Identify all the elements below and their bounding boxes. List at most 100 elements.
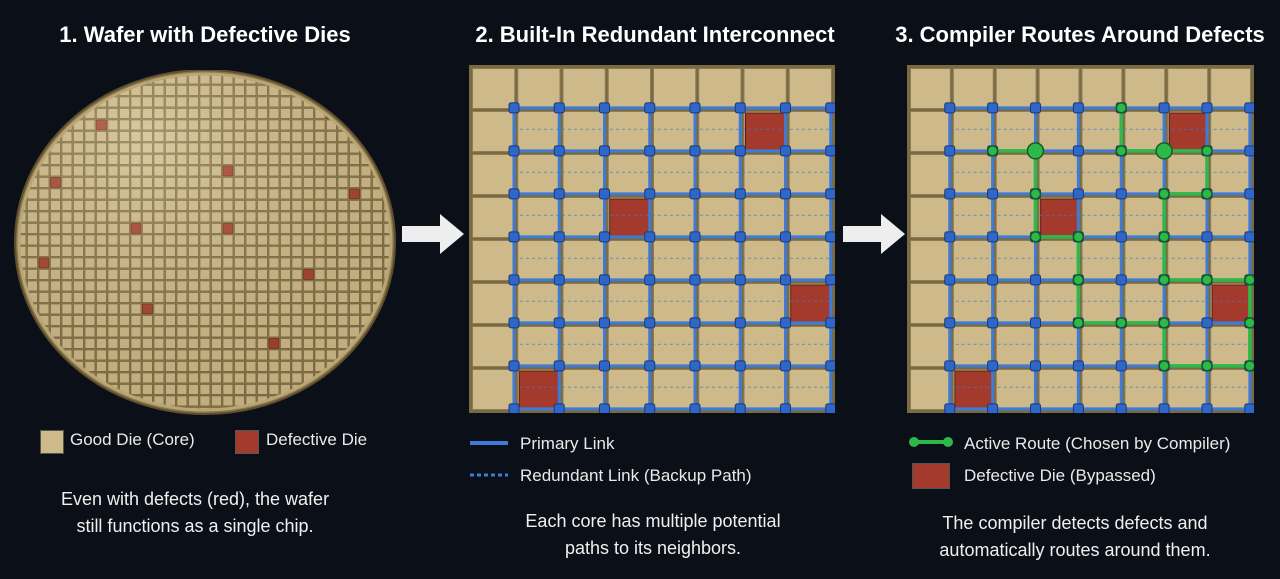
core-node	[1244, 231, 1254, 243]
good-die	[38, 269, 50, 280]
good-die	[153, 361, 165, 372]
good-die	[291, 200, 303, 211]
good-die	[291, 177, 303, 188]
good-die	[245, 280, 257, 292]
good-die	[38, 74, 50, 85]
good-die	[73, 257, 84, 269]
good-die	[360, 407, 372, 410]
core-tile	[698, 68, 742, 109]
core-node	[644, 188, 656, 200]
good-die	[153, 85, 165, 96]
good-die	[257, 349, 268, 361]
good-die	[211, 303, 222, 315]
good-die	[268, 407, 280, 410]
good-die	[188, 280, 199, 292]
core-tile	[472, 111, 516, 152]
core-tile	[1167, 283, 1209, 324]
good-die	[268, 257, 280, 269]
good-die	[50, 303, 61, 315]
good-die	[119, 338, 130, 349]
core-node	[598, 231, 610, 243]
core-node	[1158, 102, 1170, 114]
good-die	[234, 246, 245, 257]
good-die	[372, 131, 383, 142]
route-node	[1029, 188, 1042, 200]
good-die	[257, 407, 268, 410]
good-die	[222, 200, 234, 211]
good-die	[27, 338, 38, 349]
good-die	[188, 188, 199, 200]
good-die	[50, 269, 61, 280]
good-die	[280, 177, 291, 188]
good-die	[130, 188, 142, 200]
good-die	[73, 246, 84, 257]
core-node	[1244, 188, 1254, 200]
good-die	[234, 361, 245, 372]
good-die	[96, 349, 107, 361]
good-die	[372, 338, 383, 349]
good-die	[153, 303, 165, 315]
good-die	[222, 292, 234, 303]
good-die	[153, 384, 165, 395]
good-die	[61, 407, 73, 410]
defective-die	[745, 112, 786, 151]
good-die	[130, 96, 142, 108]
core-tile	[653, 369, 697, 410]
good-die	[96, 234, 107, 246]
good-die	[188, 292, 199, 303]
good-die	[291, 108, 303, 119]
good-die	[372, 211, 383, 223]
good-die	[326, 234, 337, 246]
good-die	[326, 85, 337, 96]
core-tile	[1167, 326, 1209, 367]
good-die	[107, 257, 119, 269]
good-die	[314, 303, 326, 315]
good-die	[234, 234, 245, 246]
good-die	[257, 257, 268, 269]
good-die	[119, 223, 130, 234]
good-die	[326, 200, 337, 211]
good-die	[130, 131, 142, 142]
good-die	[165, 165, 176, 177]
good-die	[314, 177, 326, 188]
good-die	[153, 338, 165, 349]
good-die	[234, 349, 245, 361]
good-die	[303, 326, 314, 338]
good-die	[234, 85, 245, 96]
good-die	[303, 280, 314, 292]
good-die	[360, 108, 372, 119]
good-die	[188, 85, 199, 96]
good-die	[337, 85, 349, 96]
good-die	[73, 211, 84, 223]
good-die	[349, 177, 360, 188]
good-die	[349, 292, 360, 303]
good-die	[291, 372, 303, 384]
good-die	[280, 326, 291, 338]
good-die	[337, 142, 349, 154]
good-die	[199, 384, 211, 395]
good-die	[96, 177, 107, 188]
core-tile	[653, 283, 697, 324]
good-die	[222, 154, 234, 165]
good-die	[268, 200, 280, 211]
core-node	[987, 188, 999, 200]
good-die	[176, 395, 188, 407]
good-die	[165, 234, 176, 246]
good-die	[142, 292, 153, 303]
good-die	[50, 165, 61, 177]
good-die	[257, 338, 268, 349]
route-node	[1115, 317, 1127, 329]
good-die	[337, 269, 349, 280]
good-die	[188, 177, 199, 188]
good-die	[234, 384, 245, 395]
arrow-right-icon	[402, 214, 464, 254]
good-die	[245, 131, 257, 142]
good-die	[222, 234, 234, 246]
good-die	[165, 361, 176, 372]
core-node	[734, 102, 746, 114]
good-die	[234, 372, 245, 384]
good-die	[142, 315, 153, 326]
good-die	[222, 188, 234, 200]
good-die	[130, 108, 142, 119]
good-die	[222, 96, 234, 108]
